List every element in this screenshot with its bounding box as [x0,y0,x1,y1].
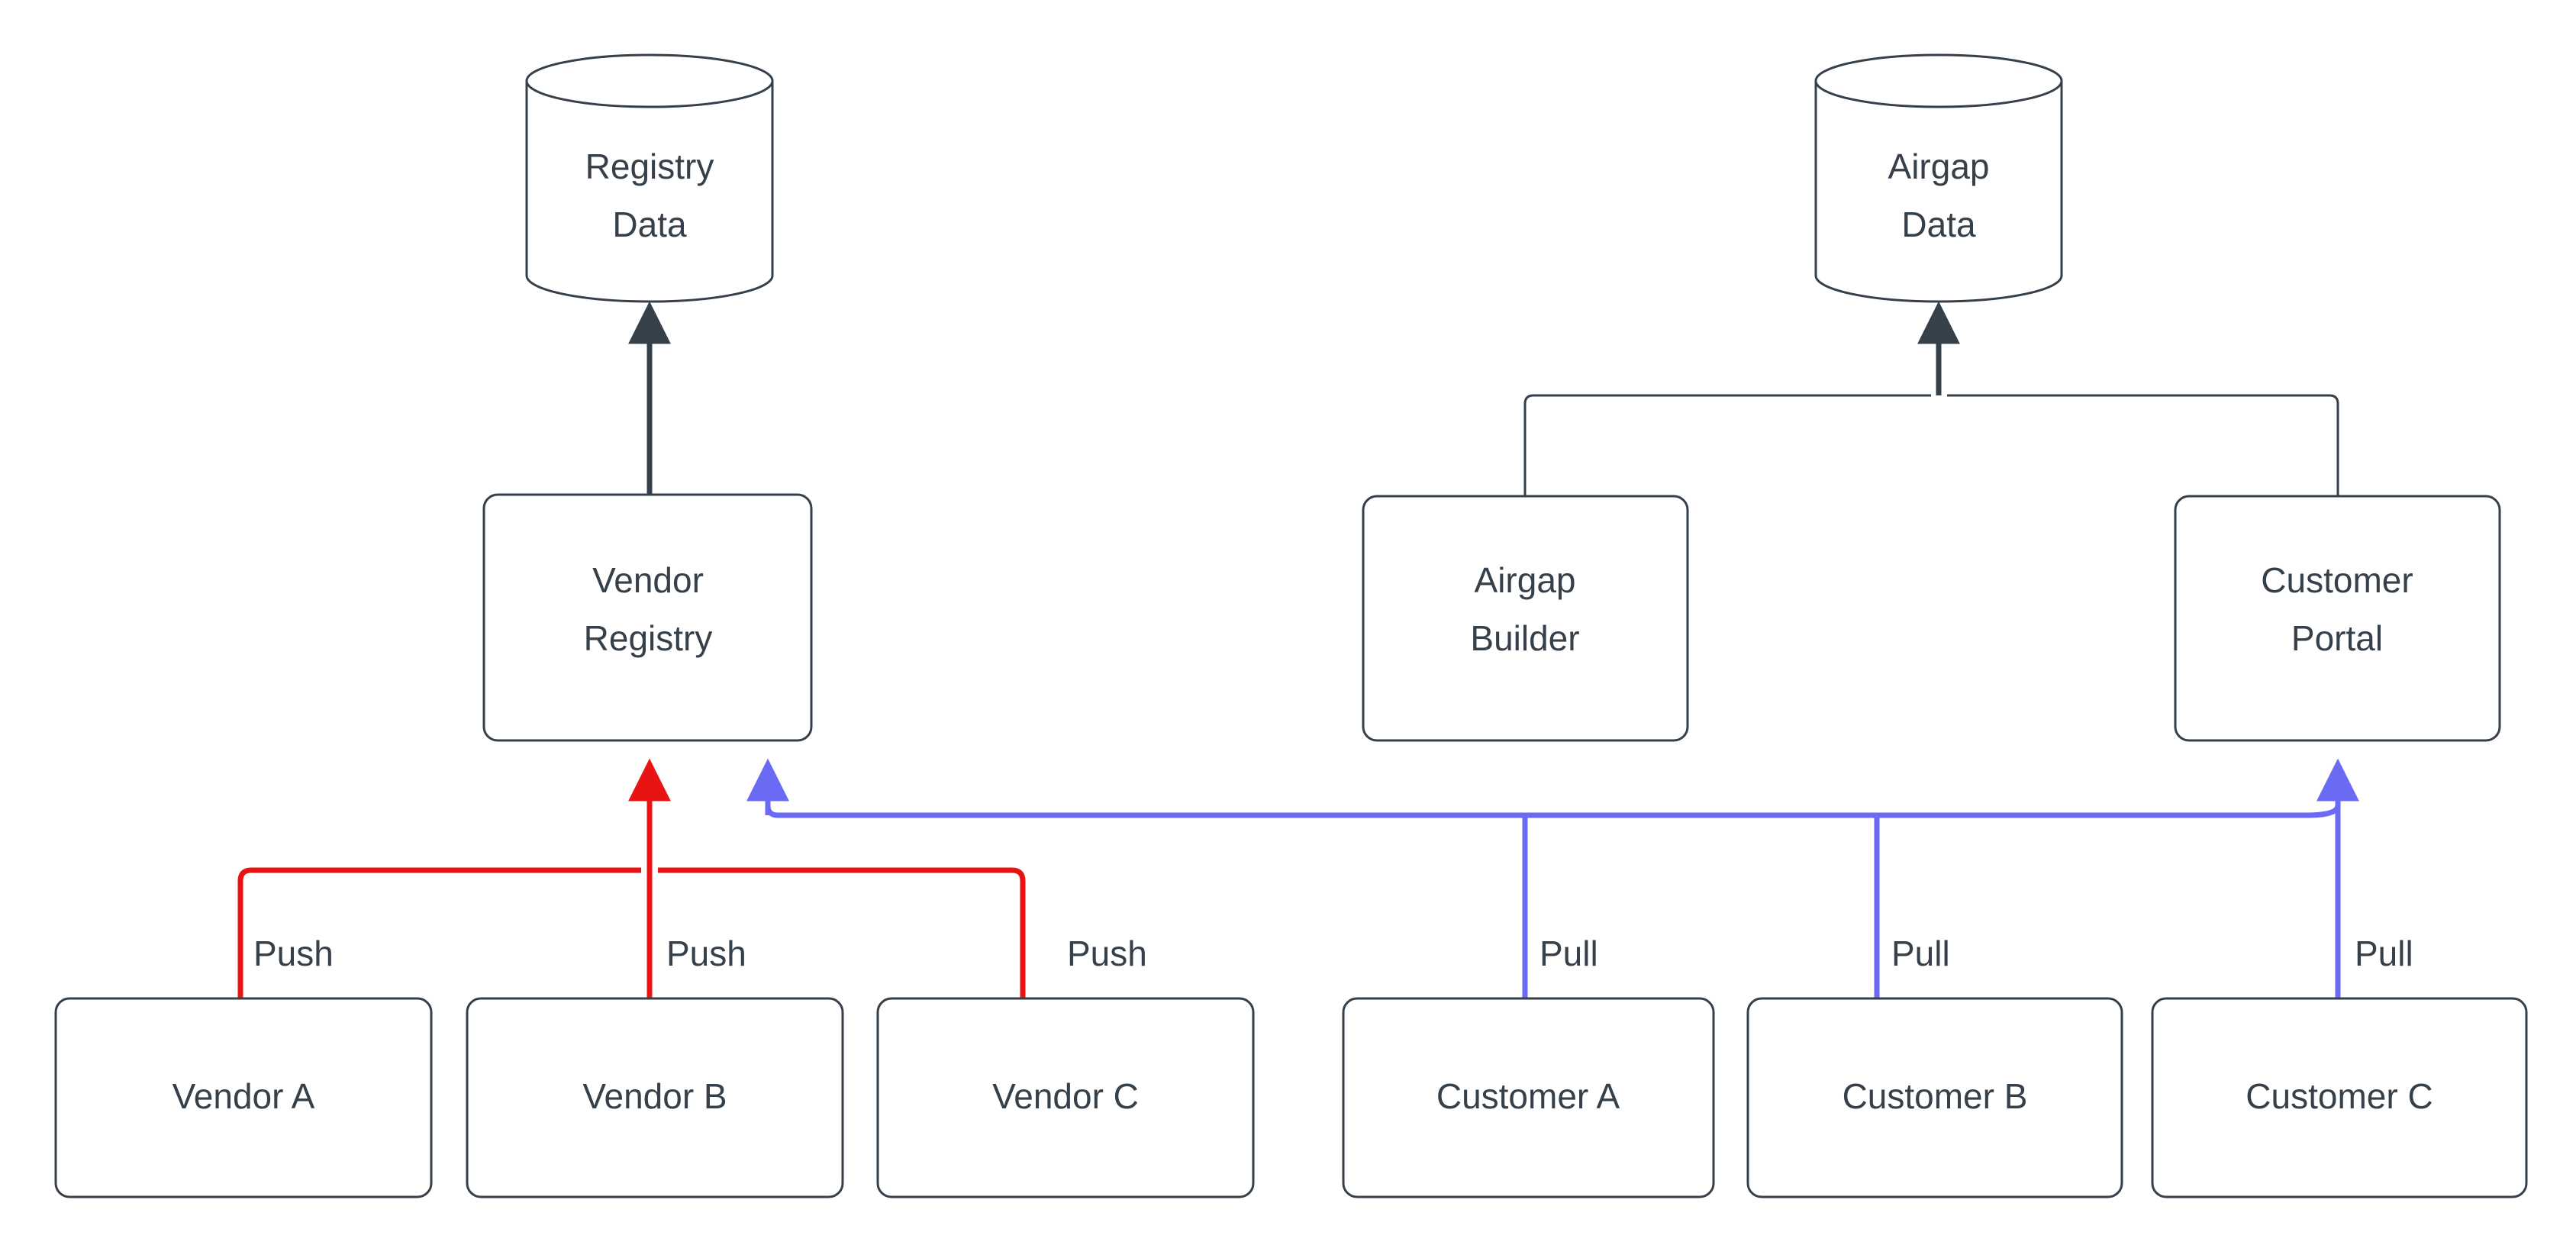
node-airgap-builder[interactable]: Airgap Builder [1362,495,1689,742]
edge-label-pull-customer-b: Pull [1891,934,1950,973]
vendor-a-box-outline [54,997,433,1198]
registry-data-label-line1: Registry [585,147,714,186]
node-registry-data[interactable]: Registry Data [525,53,774,303]
airgap-data-label-line2: Data [1901,205,1976,244]
edge-label-push-vendor-b: Push [666,934,746,973]
airgap-builder-box-fill [1363,496,1688,740]
airgap-builder-box-outline [1362,495,1689,742]
node-vendor-registry[interactable]: Vendor Registry [482,493,813,742]
airgap-builder-label-line2: Builder [1470,618,1579,658]
vendor-registry-label-line2: Registry [584,618,713,658]
edge-line-push-vendor-c [658,867,1026,998]
customer-portal-box-outline [2174,495,2501,742]
edge-airgap-bracket [1523,301,2339,496]
node-airgap-data[interactable]: Airgap Data [1814,53,2063,303]
vendor-a-box-fill [56,998,431,1197]
airgap-builder-label-line1: Airgap [1475,560,1576,600]
airgap-data-cylinder-top [1814,53,2063,108]
edge-line-push-vendor-a [237,867,641,998]
edge-corner-pull-bus-right [2306,805,2341,818]
vendor-b-label: Vendor B [582,1076,727,1116]
vendor-b-box-fill [467,998,843,1197]
customer-a-box-outline [1342,997,1715,1198]
customer-b-box-outline [1746,997,2123,1198]
vendor-c-label: Vendor C [992,1076,1139,1116]
edge-group-push [237,758,1026,998]
customer-portal-label-line2: Portal [2291,618,2383,658]
customer-a-box-fill [1343,998,1714,1197]
node-customer-a[interactable]: Customer A [1342,997,1715,1198]
node-vendor-a[interactable]: Vendor A [54,997,433,1198]
node-vendor-b[interactable]: Vendor B [466,997,844,1198]
customer-c-label: Customer C [2246,1076,2433,1116]
edge-label-pull-customer-a: Pull [1539,934,1598,973]
customer-b-box-fill [1748,998,2122,1197]
edge-label-push-vendor-c: Push [1067,934,1147,973]
vendor-c-box-outline [876,997,1255,1198]
edge-line-customer-portal-to-bus [1947,394,2339,496]
customer-portal-box-fill [2175,496,2500,740]
vendor-a-label: Vendor A [172,1076,315,1116]
registry-data-cylinder-body [525,79,774,303]
airgap-data-label-line1: Airgap [1888,147,1990,186]
node-customer-c[interactable]: Customer C [2151,997,2528,1198]
registry-data-cylinder-top [525,53,774,108]
edge-line-airgap-builder-to-bus [1523,394,1931,496]
node-vendor-c[interactable]: Vendor C [876,997,1255,1198]
edge-line-pull-bus-left [765,766,1519,818]
node-customer-b[interactable]: Customer B [1746,997,2123,1198]
registry-data-label-line2: Data [612,205,687,244]
vendor-registry-label-line1: Vendor [592,560,704,600]
airgap-data-cylinder-body [1814,79,2063,303]
edge-label-pull-customer-c: Pull [2355,934,2413,973]
vendor-registry-box-fill [484,495,811,740]
customer-b-label: Customer B [1843,1076,2028,1116]
vendor-c-box-fill [878,998,1253,1197]
customer-portal-label-line1: Customer [2261,560,2413,600]
customer-c-box-fill [2152,998,2526,1197]
edge-label-push-vendor-a: Push [253,934,334,973]
edge-group-pull [746,758,2359,998]
vendor-b-box-outline [466,997,844,1198]
customer-a-label: Customer A [1436,1076,1620,1116]
node-customer-portal[interactable]: Customer Portal [2174,495,2501,742]
vendor-registry-box-outline [482,493,813,742]
customer-c-box-outline [2151,997,2528,1198]
